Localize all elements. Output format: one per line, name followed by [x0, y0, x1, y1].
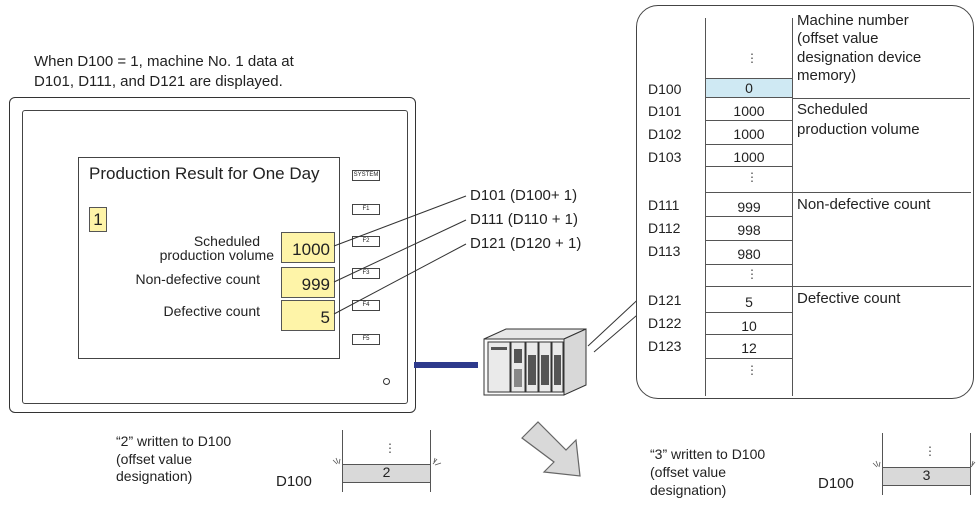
d100-highlight [706, 78, 792, 97]
row-line [705, 97, 793, 98]
callout-d121: D121 (D120 + 1) [470, 235, 582, 252]
device-label: D113 [648, 243, 681, 259]
device-label: D100 [648, 81, 682, 97]
row-line [705, 166, 793, 167]
scheduled-label-line-1: Scheduled [193, 233, 260, 249]
transition-arrow-icon [521, 421, 581, 477]
hmi-bezel [22, 110, 408, 404]
device-label: D101 [648, 103, 682, 119]
caption-line-2: D101, D111, and D121 are displayed. [34, 73, 283, 90]
device-label: D122 [648, 315, 682, 331]
device-label: D123 [648, 338, 682, 354]
machine-number-display[interactable]: 1 [89, 207, 107, 232]
system-key[interactable]: SYSTEM [352, 170, 380, 181]
memory-value: 980 [737, 246, 761, 262]
f2-key[interactable]: F2 [352, 236, 380, 247]
row-line [705, 264, 793, 265]
example-3-line-2: (offset value [650, 464, 727, 480]
defective-field[interactable]: 5 [281, 300, 335, 331]
memory-value: 1000 [733, 126, 765, 142]
memory-value: 1000 [733, 149, 765, 165]
example-2-value: 2 [382, 464, 391, 480]
f1-key[interactable]: F1 [352, 204, 380, 215]
ellipsis-bottom: ⋮ [746, 363, 758, 377]
ellipsis-mid-2: ⋮ [746, 267, 758, 281]
desc-machine-1: Machine number [797, 12, 909, 29]
non-defective-label: Non-defective count [135, 271, 260, 287]
desc-scheduled-1: Scheduled [797, 101, 868, 118]
desc-defective: Defective count [797, 290, 901, 307]
row-line [705, 192, 971, 193]
example-2-border [342, 430, 343, 492]
power-indicator-icon [383, 378, 390, 385]
memory-value: 999 [737, 199, 761, 215]
desc-separator [792, 98, 970, 99]
example-2-device: D100 [276, 473, 312, 490]
callout-d111: D111 (D110 + 1) [470, 211, 578, 228]
device-label: D102 [648, 126, 682, 142]
row-line [705, 334, 793, 335]
table-right-border [792, 18, 793, 396]
desc-non-defective: Non-defective count [797, 196, 931, 213]
example-3-device: D100 [818, 475, 854, 492]
ellipsis-top: ⋮ [746, 51, 758, 65]
example-3-border [970, 433, 971, 495]
device-label: D112 [648, 220, 681, 236]
device-label: D111 [648, 197, 680, 213]
plc-icon [483, 328, 587, 396]
memory-value: 5 [745, 294, 753, 310]
memory-value: 998 [737, 222, 761, 238]
example-2-border [430, 430, 431, 492]
example-3-value: 3 [922, 467, 931, 483]
row-line [705, 358, 793, 359]
table-left-border [705, 18, 706, 396]
row-line [705, 240, 793, 241]
row-line [705, 144, 793, 145]
memory-value: 12 [741, 340, 757, 356]
scheduled-volume-field[interactable]: 1000 [281, 232, 335, 263]
row-line [705, 120, 793, 121]
memory-value: 10 [741, 318, 757, 334]
desc-machine-4: memory) [797, 67, 857, 84]
example-3-line-3: designation) [650, 482, 727, 498]
scheduled-label-line-2: production volume [159, 247, 274, 263]
memory-value: 0 [745, 80, 753, 96]
device-label: D121 [648, 292, 682, 308]
f5-key[interactable]: F5 [352, 334, 380, 345]
sparkle-icon [332, 457, 442, 466]
row-line [705, 216, 793, 217]
device-label: D103 [648, 149, 682, 165]
callout-d101: D101 (D100+ 1) [470, 187, 578, 204]
example-3-line-1: “3” written to D100 [650, 446, 766, 462]
example-2-line-3: designation) [116, 468, 193, 484]
f4-key[interactable]: F4 [352, 300, 380, 311]
row-line [705, 78, 793, 79]
caption-line-1: When D100 = 1, machine No. 1 data at [34, 53, 294, 70]
sparkle-icon [872, 460, 976, 468]
example-3-cell [883, 467, 970, 486]
example-2-line-2: (offset value [116, 451, 193, 467]
defective-label: Defective count [163, 303, 261, 319]
example-3-border [882, 433, 883, 495]
desc-machine-2: (offset value [797, 30, 879, 47]
non-defective-field[interactable]: 999 [281, 267, 335, 298]
row-line [705, 286, 971, 287]
device-memory-panel [636, 5, 974, 399]
ellipsis-mid-1: ⋮ [746, 170, 758, 184]
memory-value: 1000 [733, 103, 765, 119]
screen-title: Production Result for One Day [89, 164, 320, 183]
example-2-ellipsis: ⋮ [384, 441, 396, 455]
example-2-cell [343, 464, 430, 483]
row-line [705, 312, 793, 313]
desc-scheduled-2: production volume [797, 121, 920, 138]
example-3-ellipsis: ⋮ [924, 444, 936, 458]
example-2-line-1: “2” written to D100 [116, 433, 232, 449]
desc-machine-3: designation device [797, 49, 922, 66]
